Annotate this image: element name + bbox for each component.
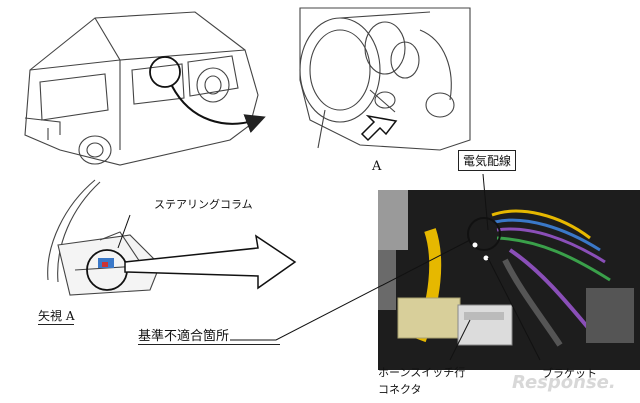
horn-connector-leader [449, 319, 471, 361]
car-illustration [24, 11, 259, 166]
horn-switch-connector-label-line2: コネクタ [378, 383, 422, 396]
steering-column-leader [117, 214, 131, 249]
steering-column-label: ステアリングコラム [154, 198, 253, 211]
nonconforming-location-label: 基準不適合箇所 [138, 325, 280, 345]
big-arrow-to-photo [124, 234, 297, 290]
connector-photo [378, 190, 640, 370]
view-letter-label: A [371, 159, 382, 174]
photo-dot-left [472, 242, 478, 248]
view-arrow-a [360, 114, 398, 142]
wiring-leader [482, 173, 489, 231]
bracket-label: ブラケット [542, 367, 597, 380]
nonconforming-leader [230, 239, 471, 341]
electrical-wiring-label: 電気配線 [458, 150, 517, 171]
curved-arrow-to-dashboard [171, 85, 266, 134]
response-watermark: Response. [512, 372, 616, 393]
photo-dot-right [483, 255, 489, 261]
horn-switch-connector-label-line1: ホーンスイッチ行 [378, 366, 466, 379]
steering-column-illustration [47, 179, 161, 296]
car-highlight-circle [149, 56, 181, 88]
dashboard-illustration [299, 7, 471, 151]
connector-red-part [102, 262, 108, 267]
photo-highlight-circle [467, 217, 501, 251]
view-a-label: 矢視 A [38, 309, 75, 325]
bracket-leader [487, 257, 541, 361]
